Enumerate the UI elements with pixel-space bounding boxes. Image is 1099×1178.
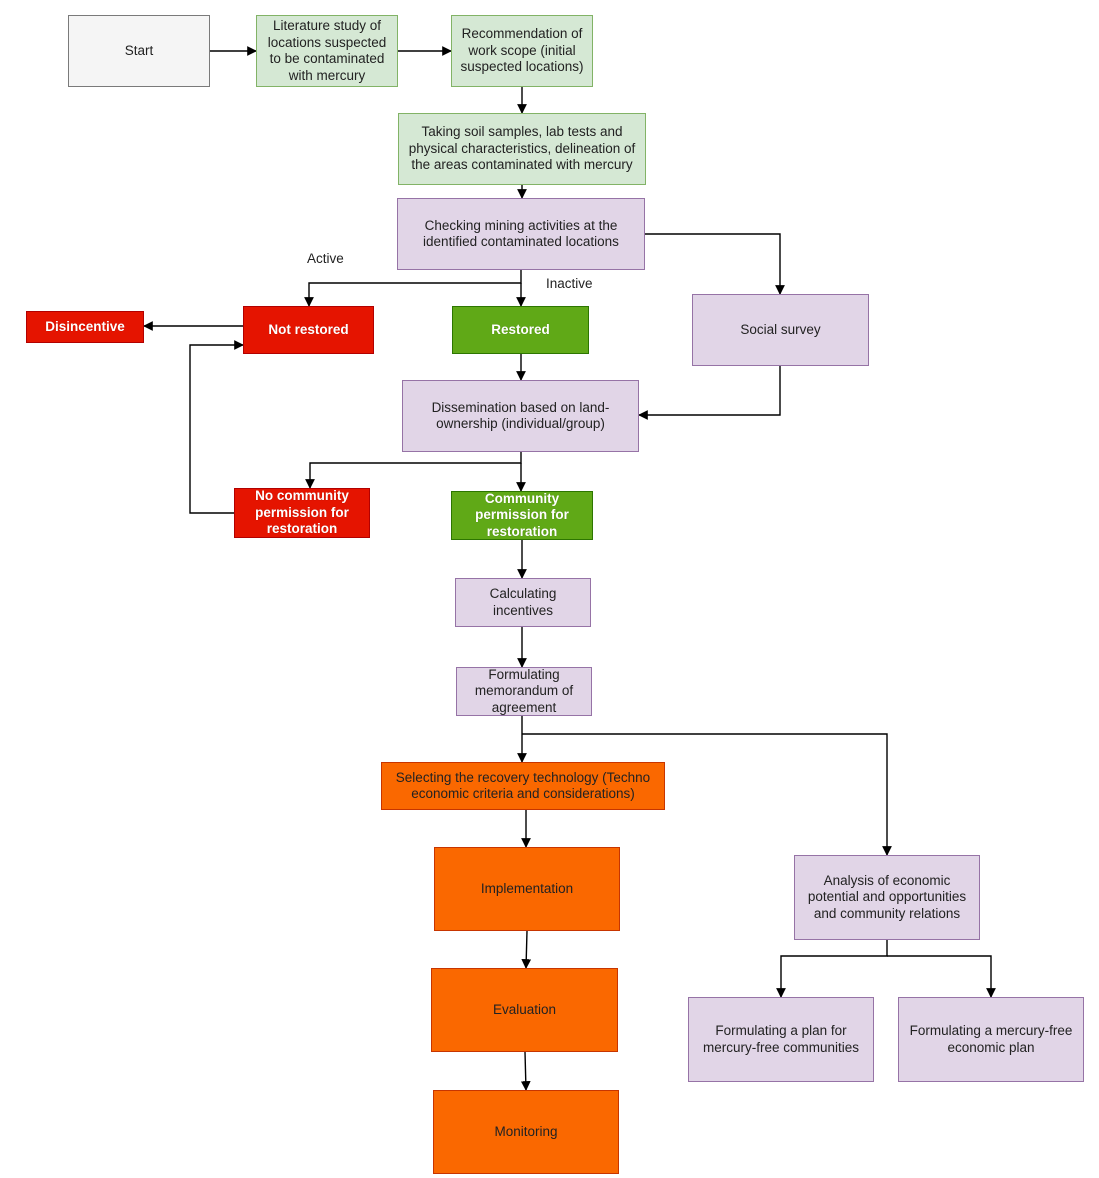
no-community-permission-node: No community permission for restoration xyxy=(234,488,370,538)
edge-label-active: Active xyxy=(307,251,344,266)
implementation-node: Implementation xyxy=(434,847,620,931)
edge-checking-to-social xyxy=(645,233,785,295)
evaluation-node: Evaluation xyxy=(431,968,618,1052)
edge-memorandum-to-analysis xyxy=(522,733,892,856)
edge-evaluation-to-monitoring xyxy=(520,1051,531,1091)
edge-analysis-to-plan-communities xyxy=(776,940,888,998)
edge-label-inactive: Inactive xyxy=(546,276,593,291)
restored-node: Restored xyxy=(452,306,589,354)
recommendation-node: Recommendation of work scope (initial su… xyxy=(451,15,593,87)
monitoring-node: Monitoring xyxy=(433,1090,619,1174)
community-permission-node: Community permission for restoration xyxy=(451,491,593,540)
analysis-node: Analysis of economic potential and oppor… xyxy=(794,855,980,940)
memorandum-node: Formulating memorandum of agreement xyxy=(456,667,592,716)
economic-plan-node: Formulating a mercury-free economic plan xyxy=(898,997,1084,1082)
checking-mining-node: Checking mining activities at the identi… xyxy=(397,198,645,270)
start-node: Start xyxy=(68,15,210,87)
edge-analysis-to-economic-plan xyxy=(887,955,996,998)
calculating-incentives-node: Calculating incentives xyxy=(455,578,591,627)
edge-no-permission-to-not-restored xyxy=(189,340,244,514)
edge-social-to-dissemination xyxy=(638,366,781,420)
edge-checking-to-not-restored xyxy=(304,270,522,307)
edge-dissemination-to-no-permission xyxy=(305,452,522,489)
plan-communities-node: Formulating a plan for mercury-free comm… xyxy=(688,997,874,1082)
not-restored-node: Not restored xyxy=(243,306,374,354)
edge-implementation-to-evaluation xyxy=(521,930,532,969)
literature-study-node: Literature study of locations suspected … xyxy=(256,15,398,87)
dissemination-node: Dissemination based on land-ownership (i… xyxy=(402,380,639,452)
selecting-technology-node: Selecting the recovery technology (Techn… xyxy=(381,762,665,810)
soil-samples-node: Taking soil samples, lab tests and physi… xyxy=(398,113,646,185)
social-survey-node: Social survey xyxy=(692,294,869,366)
disincentive-node: Disincentive xyxy=(26,311,144,343)
